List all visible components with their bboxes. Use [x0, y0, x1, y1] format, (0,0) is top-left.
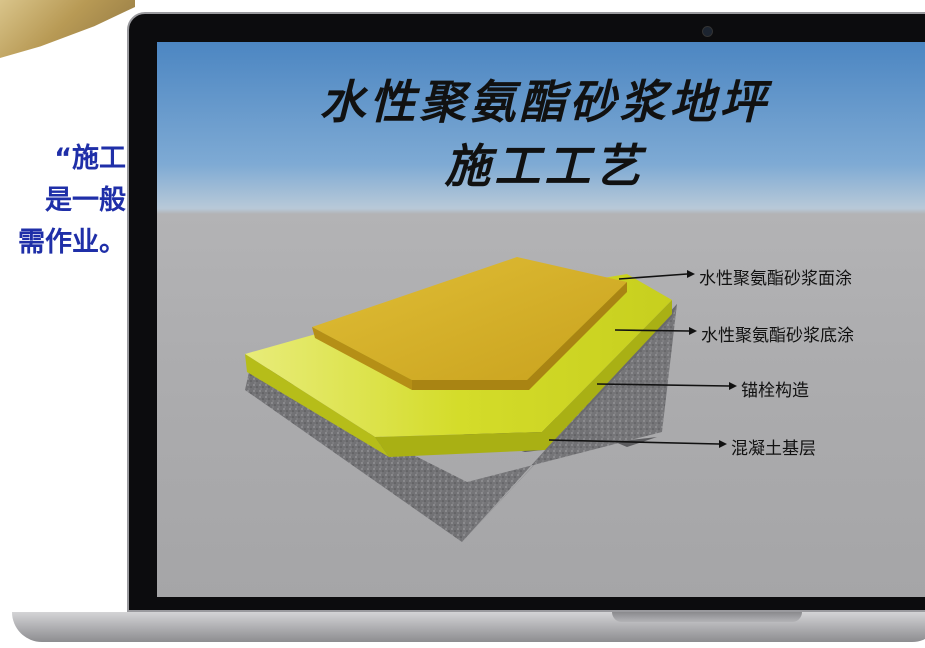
laptop-base-notch: [612, 612, 802, 622]
side-caption-line-3: 需作业。: [18, 227, 126, 258]
arrowhead-anchor: [729, 382, 737, 390]
arrow-top-coat: [618, 273, 688, 280]
label-base-coat: 水性聚氨酯砂浆底涂: [701, 326, 854, 346]
arrowhead-top-coat: [687, 270, 695, 278]
floor-layer-diagram: [245, 257, 737, 542]
arrow-concrete: [548, 439, 720, 445]
label-top-coat: 水性聚氨酯砂浆面涂: [699, 269, 852, 289]
arrow-base-coat: [614, 329, 690, 332]
decorative-gold-corner: [0, 0, 135, 58]
side-caption-line-2: 是一般: [45, 185, 126, 216]
camera-icon: [702, 26, 713, 37]
arrowhead-base-coat: [689, 327, 697, 335]
top-coat-top: [312, 257, 627, 380]
side-caption: “施工 是一般 需作业。: [0, 138, 126, 264]
base-coat-edge-right: [375, 300, 672, 457]
slide-title-line-2: 施工工艺: [444, 139, 645, 193]
arrow-anchor: [596, 383, 730, 387]
slide-title-line-1: 水性聚氨酯砂浆地坪: [319, 75, 770, 129]
arrowhead-concrete: [719, 440, 727, 448]
label-concrete: 混凝土基层: [731, 439, 816, 459]
base-coat-edge-front: [245, 354, 389, 457]
top-coat-edge-front: [312, 327, 412, 390]
label-anchor: 锚栓构造: [741, 381, 809, 401]
laptop-screen: 水性聚氨酯砂浆地坪 施工工艺: [157, 42, 925, 597]
side-caption-line-1: “施工: [54, 143, 126, 174]
concrete-layer-side-left: [245, 372, 467, 542]
